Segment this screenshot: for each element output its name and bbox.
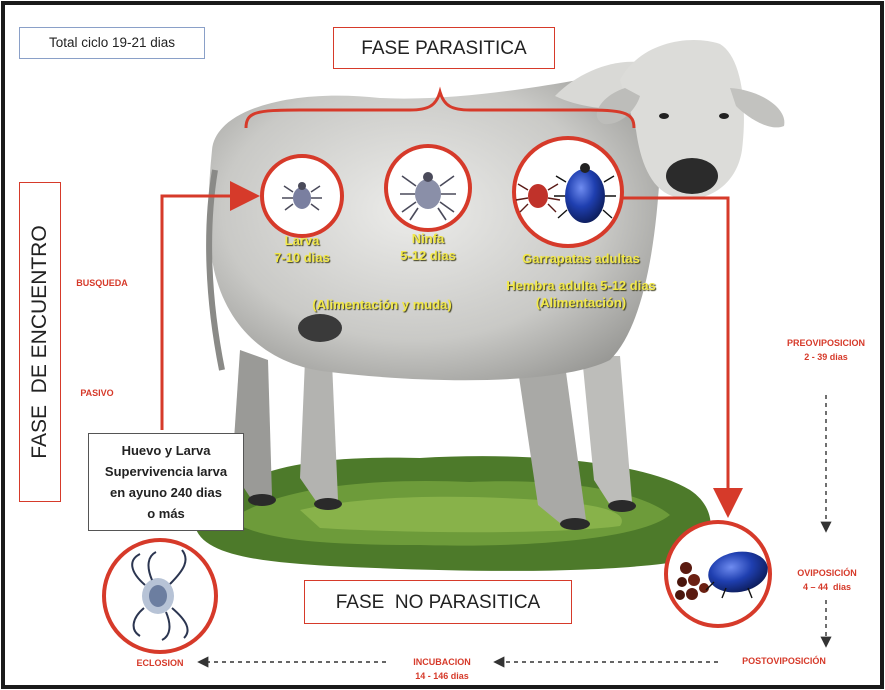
- incubation-label: INCUBACION 14 - 146 dias: [392, 655, 492, 683]
- nymph-name: Ninfa: [411, 231, 445, 246]
- hatching-label: ECLOSION: [136, 658, 184, 668]
- total-cycle-label: Total ciclo 19-21 dias: [48, 35, 176, 50]
- oviposition-label: OVIPOSICIÓN 4 – 44 dias: [782, 566, 872, 594]
- postoviposition-label: POSTOVIPOSICIÓN: [742, 656, 826, 666]
- egg-larva-line-3: en ayuno 240 dias: [110, 485, 222, 500]
- parasitic-phase-box: FASE PARASITICA: [333, 27, 555, 69]
- passive-label: PASIVO: [80, 388, 114, 398]
- hatching-circle: [102, 538, 218, 654]
- incubation-days: 14 - 146 dias: [415, 671, 469, 681]
- adults-label: Garrapatas adultas Hembra adulta 5-12 di…: [476, 250, 686, 311]
- preoviposition-days: 2 - 39 dias: [804, 352, 848, 362]
- oviposition-circle: [664, 520, 772, 628]
- hatching-larva-icon: [131, 549, 189, 641]
- encounter-phase-box: FASE DE ENCUENTRO: [19, 182, 61, 502]
- adult-female-days: Hembra adulta 5-12 dias: [506, 278, 656, 293]
- adult-feeding: (Alimentación): [535, 295, 627, 310]
- non-parasitic-phase-box: FASE NO PARASITICA: [304, 580, 572, 624]
- feeding-molt-label: (Alimentación y muda): [312, 297, 452, 312]
- larva-label: Larva 7-10 dias: [252, 232, 352, 266]
- larva-name: Larva: [284, 233, 320, 248]
- encounter-phase-title: FASE DE ENCUENTRO: [28, 225, 51, 459]
- adult-stage-circle: [512, 136, 624, 248]
- preoviposition-title: PREOVIPOSICION: [786, 338, 866, 348]
- incubation-title: INCUBACION: [413, 657, 471, 667]
- total-cycle-box: Total ciclo 19-21 dias: [19, 27, 205, 59]
- nymph-tick-icon: [400, 172, 456, 221]
- larva-days: 7-10 dias: [274, 250, 330, 265]
- non-parasitic-phase-title: FASE NO PARASITICA: [335, 592, 541, 613]
- larva-tick-icon: [282, 182, 322, 211]
- grass-patch: [195, 456, 711, 571]
- parasitic-phase-title: FASE PARASITICA: [361, 38, 527, 59]
- oviposition-days: 4 – 44 dias: [802, 582, 852, 592]
- host-finding-arrow: [160, 181, 260, 430]
- egg-larva-line-4: o más: [147, 506, 185, 521]
- larva-stage-circle: [260, 154, 344, 238]
- egg-larva-box: Huevo y Larva Supervivencia larva en ayu…: [88, 433, 244, 531]
- nymph-stage-circle: [384, 144, 472, 232]
- search-label: BUSQUEDA: [76, 278, 128, 288]
- egg-larva-line-2: Supervivencia larva: [104, 464, 228, 479]
- egg-larva-line-1: Huevo y Larva: [121, 443, 211, 458]
- parasitic-phase-brace: [244, 86, 636, 129]
- oviposition-title: OVIPOSICIÓN: [797, 568, 857, 578]
- adult-drop-arrow: [620, 196, 743, 518]
- nymph-days: 5-12 dias: [400, 248, 456, 263]
- adult-ticks-icon: [515, 163, 616, 223]
- egg-laying-tick-icon: [675, 551, 768, 600]
- adults-name: Garrapatas adultas: [522, 251, 640, 266]
- preoviposition-label: PREOVIPOSICION 2 - 39 dias: [770, 336, 882, 364]
- nymph-label: Ninfa 5-12 dias: [378, 230, 478, 264]
